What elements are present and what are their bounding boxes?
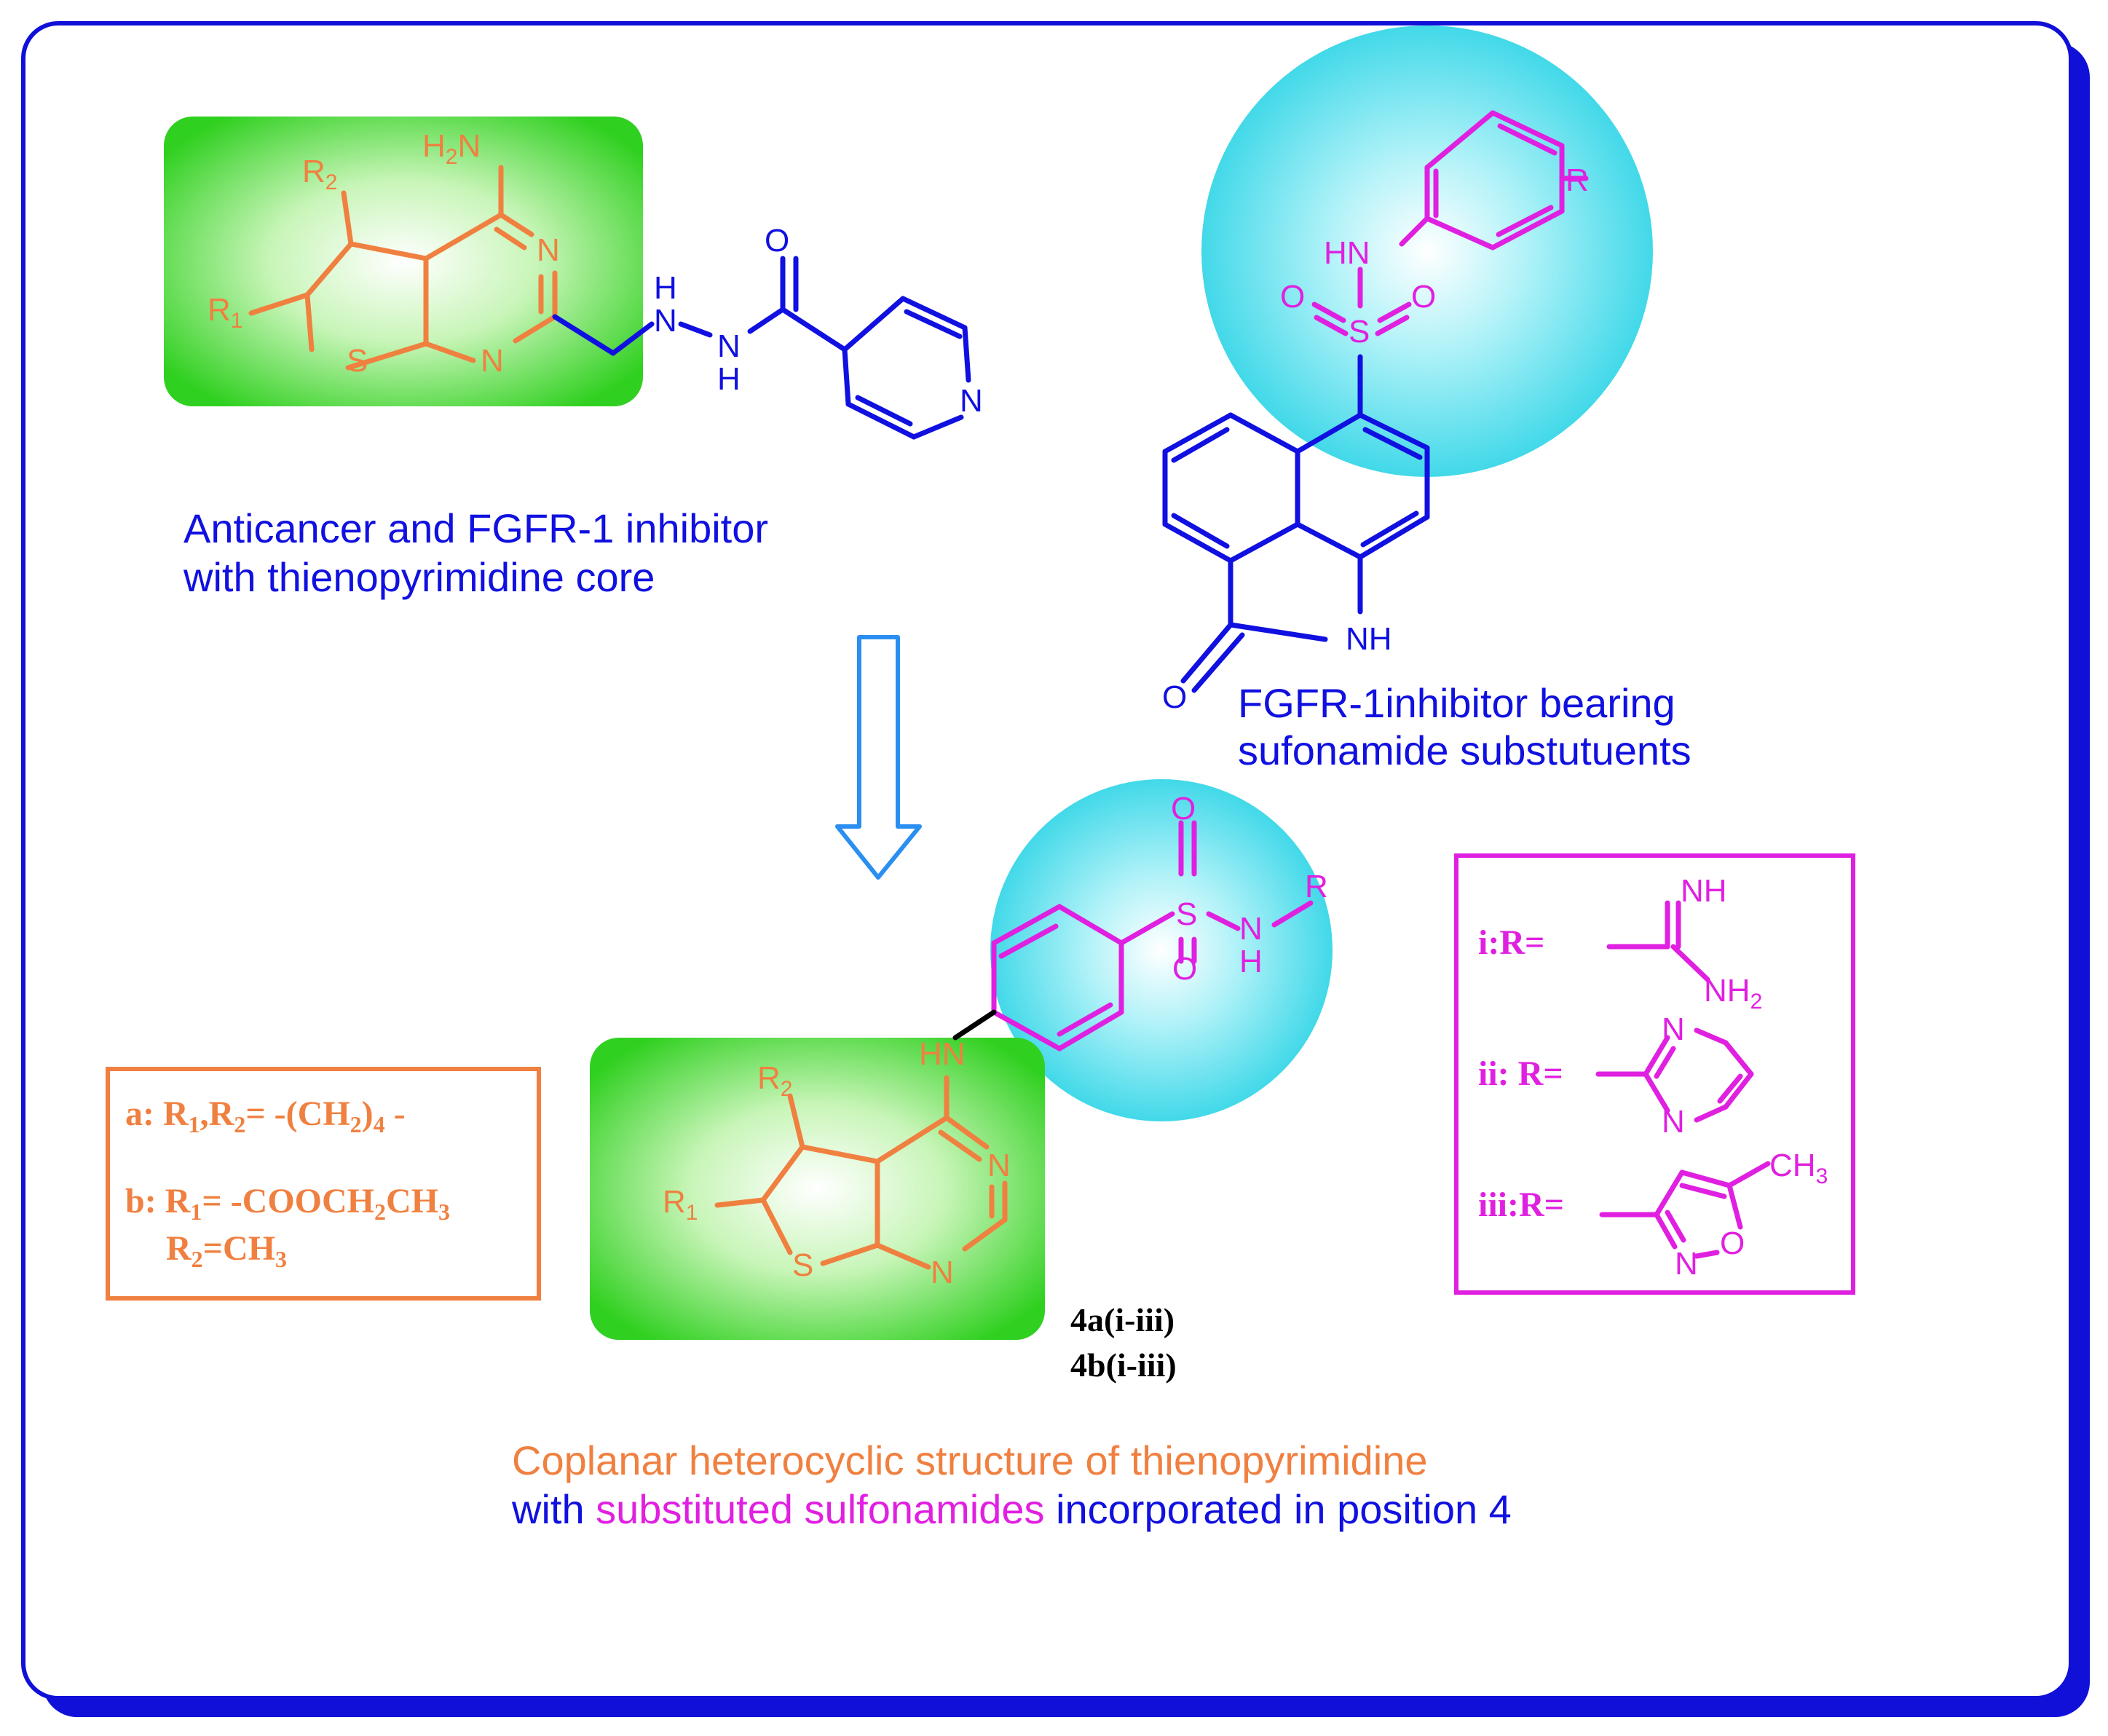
caption-with-text: with xyxy=(511,1486,596,1532)
sulfonyl-oxygen-left-label: O xyxy=(1280,279,1305,315)
bottom-caption-line-2: with substituted sulfonamides incorporat… xyxy=(511,1486,1512,1532)
carbonyl-oxygen-label: O xyxy=(765,223,789,259)
isoxazole-o-label: O xyxy=(1720,1226,1745,1261)
pyridine-nitrogen-label: N xyxy=(960,383,983,419)
sulfur-label: S xyxy=(347,343,368,379)
r-group-ii-label: ii: R= xyxy=(1478,1054,1563,1093)
lactam-nh-label: NH xyxy=(1346,621,1392,657)
r-group-i-label: i:R= xyxy=(1478,923,1544,962)
sulfonyl-oxygen-right-label: O xyxy=(1411,279,1436,315)
hydrazide-linker-bonds xyxy=(610,256,971,440)
lactam-oxygen-label: O xyxy=(1162,679,1187,715)
benzenesulfonamide-bonds xyxy=(991,820,1314,1052)
target-compound-molecule: O S O N H R HN R2 R1 S N N 4a(i-iii) 4b(… xyxy=(590,779,1333,1384)
compound-label-4b: 4b(i-iii) xyxy=(1070,1346,1177,1384)
top-left-caption-line-2: with thienopyrimidine core xyxy=(183,554,655,600)
thienopyrimidine-hydrazide-molecule: H2N R2 R1 S N N H N N H O N Anticancer a… xyxy=(164,117,983,600)
sulfonyl-s-label: S xyxy=(1349,314,1370,350)
isoxazole-n-label: N xyxy=(1675,1246,1698,1282)
caption-sulfonamides-text: substituted sulfonamides xyxy=(596,1486,1044,1532)
pyrimidine-n-bottom-label: N xyxy=(1662,1104,1685,1140)
top-right-caption-line-1: FGFR-1inhibitor bearing xyxy=(1238,680,1675,726)
thienopyrimidine-core-bonds xyxy=(248,165,558,371)
thienopyrimidine-core-highlight-bottom xyxy=(590,1038,1045,1340)
top-left-caption-line-1: Anticancer and FGFR-1 inhibitor xyxy=(183,505,768,551)
top-right-caption-line-2: sufonamide substutuents xyxy=(1238,727,1691,773)
down-arrow-icon xyxy=(835,635,922,880)
sulfonamide-r-label: R xyxy=(1305,869,1328,904)
sulfonamide-hn-label: HN xyxy=(1324,235,1370,271)
ring-sulfur-label: S xyxy=(792,1247,813,1283)
aryl-r-label: R xyxy=(1566,162,1589,198)
sulfonamide-h-label: H xyxy=(1239,944,1263,979)
substituent-b-label: b: R1= -COOCH2CH3 xyxy=(125,1182,450,1225)
bottom-caption: Coplanar heterocyclic structure of thien… xyxy=(511,1437,1512,1532)
nitrogen-lower-label-bottom: N xyxy=(931,1255,954,1290)
sulfonamide-n-label: N xyxy=(1239,911,1263,947)
compound-label-4a: 4a(i-iii) xyxy=(1070,1301,1175,1338)
benzenesulfonamide-highlight-circle xyxy=(990,779,1333,1121)
bottom-caption-line-1: Coplanar heterocyclic structure of thien… xyxy=(512,1437,1427,1483)
substituent-b-r2-label: R2=CH3 xyxy=(166,1229,287,1272)
sulfonyl-oxygen-bottom-label: O xyxy=(1172,951,1197,987)
substituent-legend-box: a: R1,R2= -(CH2)4 - b: R1= -COOCH2CH3 R2… xyxy=(106,1067,541,1301)
caption-position-text: incorporated in position 4 xyxy=(1045,1486,1512,1532)
r-group-legend-box: i:R= NH NH2 ii: R= N N iii:R= xyxy=(1454,853,1855,1295)
sulfonamide-highlight-circle xyxy=(1201,25,1653,477)
aryl-sulfonamide-bonds xyxy=(1311,110,1589,336)
anilino-hn-label: HN xyxy=(919,1036,966,1072)
hydrazine-n1-label: N xyxy=(654,303,677,339)
hydrazine-n2-label: N xyxy=(717,328,741,364)
substituent-a-label: a: R1,R2= -(CH2)4 - xyxy=(125,1094,406,1137)
thienopyrimidine-core-highlight xyxy=(164,117,643,406)
naphthostyril-core-bonds xyxy=(1162,412,1430,693)
sulfonyl-s-label-bottom: S xyxy=(1176,896,1197,932)
hydrazine-h2-label: H xyxy=(717,361,741,397)
naphthostyril-sulfonamide-molecule: R HN O S O NH O FGFR-1inhibitor bearing … xyxy=(1162,25,1691,773)
pyrimidine-n-top-label: N xyxy=(1662,1011,1685,1047)
nitrogen-upper-label-bottom: N xyxy=(987,1148,1011,1183)
nitrogen-upper-label: N xyxy=(537,232,560,268)
sulfonyl-oxygen-top-label: O xyxy=(1171,791,1196,826)
thienopyrimidine-core-bonds-bottom xyxy=(714,1075,1008,1270)
guanidine-nh-label: NH xyxy=(1681,873,1727,909)
r-group-iii-label: iii:R= xyxy=(1478,1185,1564,1224)
nitrogen-lower-label: N xyxy=(481,343,504,379)
hydrazine-h-label: H xyxy=(654,270,677,306)
